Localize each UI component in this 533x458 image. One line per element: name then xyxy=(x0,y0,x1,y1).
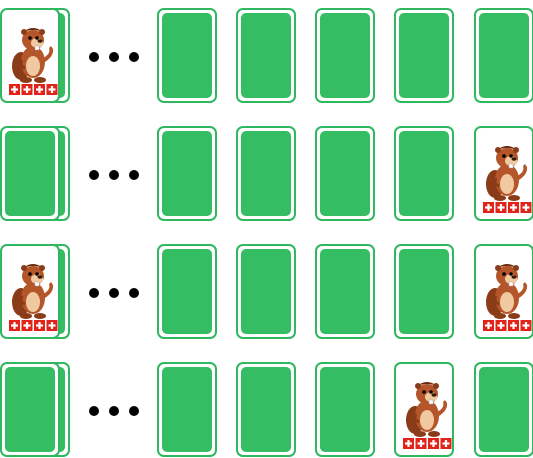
beaver-icon xyxy=(9,26,55,84)
card-face-down[interactable] xyxy=(394,126,454,221)
card-face-up[interactable] xyxy=(474,244,533,339)
swiss-cross-icon xyxy=(496,320,507,331)
swiss-cross-icon xyxy=(34,320,45,331)
card-face-down[interactable] xyxy=(394,244,454,339)
ellipsis-icon xyxy=(85,244,145,339)
swiss-cross-icon xyxy=(9,320,20,331)
swiss-cross-icon xyxy=(483,320,494,331)
card-row xyxy=(0,362,533,458)
card-face-down[interactable] xyxy=(157,362,217,457)
ellipsis-dot xyxy=(109,288,119,298)
card-face-down[interactable] xyxy=(236,126,296,221)
card-face-down[interactable] xyxy=(315,126,375,221)
ellipsis-dot xyxy=(109,406,119,416)
swiss-cross-badges xyxy=(483,320,533,331)
card-face-down[interactable] xyxy=(315,8,375,103)
card-face-down[interactable] xyxy=(157,8,217,103)
card-face-up[interactable] xyxy=(474,126,533,221)
ellipsis-dot xyxy=(129,288,139,298)
card-row xyxy=(0,126,533,222)
card-row xyxy=(0,8,533,104)
card-face-down[interactable] xyxy=(0,126,60,221)
card-back xyxy=(162,367,212,452)
swiss-cross-icon xyxy=(441,438,452,449)
card-back xyxy=(162,131,212,216)
card-back xyxy=(241,367,291,452)
card-back xyxy=(320,249,370,334)
ellipsis-dot xyxy=(89,288,99,298)
card-back xyxy=(162,249,212,334)
ellipsis-dot xyxy=(89,52,99,62)
card-face-down[interactable] xyxy=(394,8,454,103)
card-row xyxy=(0,244,533,340)
card-face-down[interactable] xyxy=(474,8,533,103)
swiss-cross-icon xyxy=(521,320,532,331)
ellipsis-dot xyxy=(89,406,99,416)
card-front xyxy=(5,13,55,98)
card-face-down[interactable] xyxy=(236,362,296,457)
beaver-icon xyxy=(9,262,55,320)
ellipsis-dot xyxy=(129,170,139,180)
swiss-cross-badges xyxy=(9,84,59,95)
ellipsis-dot xyxy=(109,170,119,180)
swiss-cross-icon xyxy=(416,438,427,449)
swiss-cross-icon xyxy=(22,320,33,331)
card-back xyxy=(320,367,370,452)
card-front xyxy=(479,249,529,334)
swiss-cross-icon xyxy=(483,202,494,213)
card-back xyxy=(399,249,449,334)
card-face-down[interactable] xyxy=(315,244,375,339)
card-face-down[interactable] xyxy=(236,8,296,103)
ellipsis-dot xyxy=(89,170,99,180)
swiss-cross-icon xyxy=(508,202,519,213)
card-back xyxy=(320,13,370,98)
ellipsis-icon xyxy=(85,362,145,457)
card-back xyxy=(399,131,449,216)
card-back xyxy=(241,13,291,98)
card-front xyxy=(479,131,529,216)
card-back xyxy=(241,131,291,216)
card-face-up[interactable] xyxy=(0,244,60,339)
card-back xyxy=(479,13,529,98)
swiss-cross-icon xyxy=(47,84,58,95)
card-face-down[interactable] xyxy=(0,362,60,457)
card-face-down[interactable] xyxy=(157,126,217,221)
ellipsis-dot xyxy=(109,52,119,62)
card-back xyxy=(241,249,291,334)
card-face-down[interactable] xyxy=(474,362,533,457)
swiss-cross-icon xyxy=(521,202,532,213)
card-back xyxy=(320,131,370,216)
swiss-cross-icon xyxy=(34,84,45,95)
swiss-cross-icon xyxy=(47,320,58,331)
card-back xyxy=(479,367,529,452)
card-face-down[interactable] xyxy=(157,244,217,339)
card-front xyxy=(5,249,55,334)
card-back xyxy=(399,13,449,98)
beaver-icon xyxy=(403,380,449,438)
ellipsis-dot xyxy=(129,52,139,62)
ellipsis-icon xyxy=(85,126,145,221)
card-back xyxy=(5,131,55,216)
ellipsis-icon xyxy=(85,8,145,103)
beaver-icon xyxy=(483,262,529,320)
swiss-cross-badges xyxy=(483,202,533,213)
ellipsis-dot xyxy=(129,406,139,416)
swiss-cross-badges xyxy=(9,320,59,331)
swiss-cross-icon xyxy=(9,84,20,95)
card-front xyxy=(399,367,449,452)
swiss-cross-badges xyxy=(403,438,453,449)
card-back xyxy=(5,367,55,452)
swiss-cross-icon xyxy=(508,320,519,331)
swiss-cross-icon xyxy=(496,202,507,213)
card-face-up[interactable] xyxy=(0,8,60,103)
swiss-cross-icon xyxy=(22,84,33,95)
card-back xyxy=(162,13,212,98)
card-face-down[interactable] xyxy=(236,244,296,339)
swiss-cross-icon xyxy=(428,438,439,449)
card-face-down[interactable] xyxy=(315,362,375,457)
card-face-up[interactable] xyxy=(394,362,454,457)
swiss-cross-icon xyxy=(403,438,414,449)
beaver-icon xyxy=(483,144,529,202)
